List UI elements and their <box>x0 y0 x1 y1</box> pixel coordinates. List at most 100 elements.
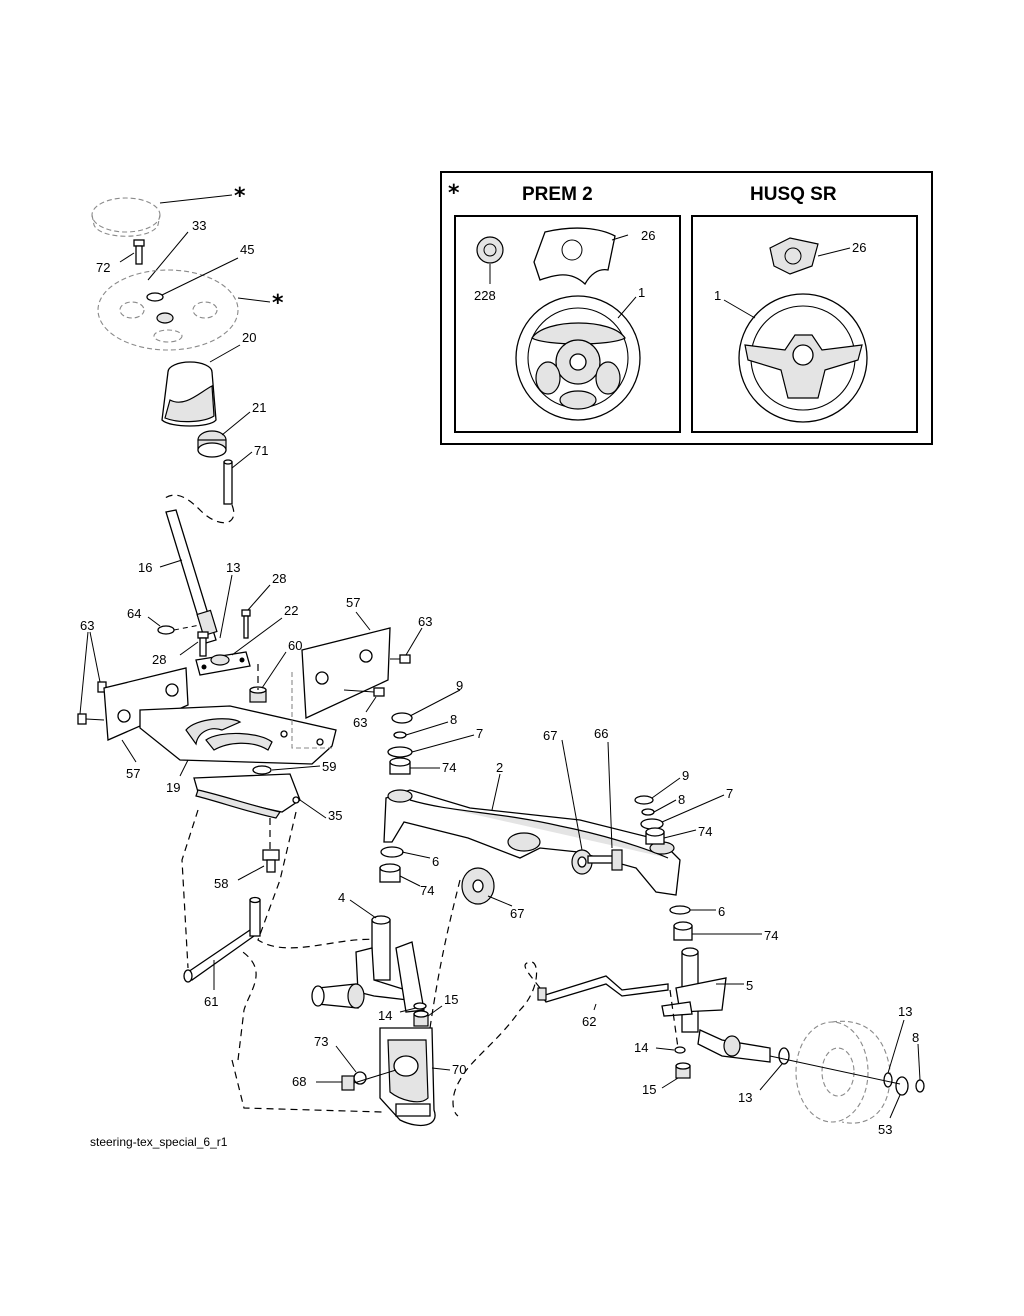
nut-15-left <box>413 1010 429 1027</box>
callout-22: 22 <box>284 603 298 618</box>
clip-8-wheel <box>915 1079 925 1093</box>
callout-58: 58 <box>214 876 228 891</box>
callout-45: 45 <box>240 242 254 257</box>
bolt-63-right-lower <box>343 687 385 697</box>
husq-cover-26 <box>769 237 819 275</box>
front-axle-assembly: 9 8 7 74 2 67 <box>231 678 925 1137</box>
side-plate-57-left <box>103 667 189 741</box>
husq-sr-panel <box>691 215 918 433</box>
callout-19: 19 <box>166 780 180 795</box>
flange-bracket-22 <box>195 651 251 676</box>
callout-33: 33 <box>192 218 206 233</box>
bushing-74-right-upper <box>645 827 665 845</box>
callout-14-right: 14 <box>634 1040 648 1055</box>
steering-cap <box>91 197 161 237</box>
callout-26-prem2: 26 <box>641 228 655 243</box>
callout-7-right: 7 <box>726 786 733 801</box>
callout-74-right-upper: 74 <box>698 824 712 839</box>
callout-63-left: 63 <box>80 618 94 633</box>
washer-13-outer <box>883 1072 893 1088</box>
washer-53 <box>895 1076 909 1096</box>
cap-9-left <box>391 712 413 724</box>
callout-1-prem2: 1 <box>638 285 645 300</box>
callout-26-husq: 26 <box>852 240 866 255</box>
callout-20: 20 <box>242 330 256 345</box>
callout-72: 72 <box>96 260 110 275</box>
washer-7-left <box>387 746 413 758</box>
callout-9-right: 9 <box>682 768 689 783</box>
steering-adapter-20 <box>161 361 217 427</box>
spacer-6-right <box>669 905 691 915</box>
callout-8-right: 8 <box>678 792 685 807</box>
callout-53: 53 <box>878 1122 892 1137</box>
callout-67-lower: 67 <box>510 906 524 921</box>
sector-gear-35 <box>193 773 301 819</box>
callout-74-right-lower: 74 <box>764 928 778 943</box>
callout-14-left: 14 <box>378 1008 392 1023</box>
washer-45 <box>146 292 164 302</box>
bolt-68 <box>341 1069 397 1091</box>
bushing-21 <box>197 430 227 458</box>
callout-16: 16 <box>138 560 152 575</box>
pin-71 <box>223 459 233 505</box>
drawing-id: steering-tex_special_6_r1 <box>90 1135 228 1149</box>
bushing-74-right-lower <box>673 921 693 941</box>
callout-2: 2 <box>496 760 503 775</box>
callout-66: 66 <box>594 726 608 741</box>
callout-7-left: 7 <box>476 726 483 741</box>
callout-28-lower: 28 <box>152 652 166 667</box>
left-spindle-4 <box>311 915 425 1013</box>
tie-rod-62 <box>537 975 669 1003</box>
callout-6-right: 6 <box>718 904 725 919</box>
husq-steering-wheel-1 <box>738 293 868 423</box>
ring-8-left <box>393 731 407 739</box>
bolt-58 <box>262 849 280 873</box>
axle-beam-2 <box>383 789 681 896</box>
prem2-cover-26 <box>533 227 616 286</box>
callout-28-upper: 28 <box>272 571 286 586</box>
steering-shaft-assembly: 16 13 28 64 28 22 <box>77 509 432 1009</box>
prem2-panel <box>454 215 681 433</box>
callout-1-husq: 1 <box>714 288 721 303</box>
callout-5: 5 <box>746 978 753 993</box>
callout-61: 61 <box>204 994 218 1009</box>
washer-14-left <box>413 1002 427 1010</box>
prem2-emblem-228 <box>476 236 504 264</box>
nut-60 <box>249 686 267 703</box>
callout-73: 73 <box>314 1034 328 1049</box>
callout-60: 60 <box>288 638 302 653</box>
callout-74-left-upper: 74 <box>442 760 456 775</box>
callout-13-outer: 13 <box>898 1004 912 1019</box>
callout-64: 64 <box>127 606 141 621</box>
callout-67-upper: 67 <box>543 728 557 743</box>
washer-67-lower <box>461 867 495 905</box>
callout-13-upper: 13 <box>226 560 240 575</box>
bolt-28-upper <box>241 609 251 639</box>
washer-7-right <box>640 818 664 830</box>
callout-57-right: 57 <box>346 595 360 610</box>
callout-228: 228 <box>474 288 496 303</box>
callout-57-left: 57 <box>126 766 140 781</box>
right-spindle-5 <box>661 947 771 1063</box>
prem2-steering-wheel-1 <box>515 295 641 421</box>
callout-star-cap: * <box>234 184 246 209</box>
callout-star-wheel: * <box>272 291 284 316</box>
cap-9-right <box>634 795 654 805</box>
callout-63-right-upper: 63 <box>418 614 432 629</box>
callout-9-left: 9 <box>456 678 463 693</box>
callout-68: 68 <box>292 1074 306 1089</box>
ring-8-right <box>641 808 655 816</box>
callout-8-wheel: 8 <box>912 1030 919 1045</box>
callout-71: 71 <box>254 443 268 458</box>
callout-4: 4 <box>338 890 345 905</box>
steering-upper-assembly: * 72 33 45 * 20 <box>91 184 284 524</box>
callout-35: 35 <box>328 808 342 823</box>
inset-title-prem2: PREM 2 <box>522 184 593 205</box>
callout-6-left: 6 <box>432 854 439 869</box>
washer-14-right <box>674 1046 686 1054</box>
washer-13-inner <box>778 1047 790 1065</box>
steering-wheel <box>97 269 239 351</box>
callout-15-right: 15 <box>642 1082 656 1097</box>
callout-8-left: 8 <box>450 712 457 727</box>
